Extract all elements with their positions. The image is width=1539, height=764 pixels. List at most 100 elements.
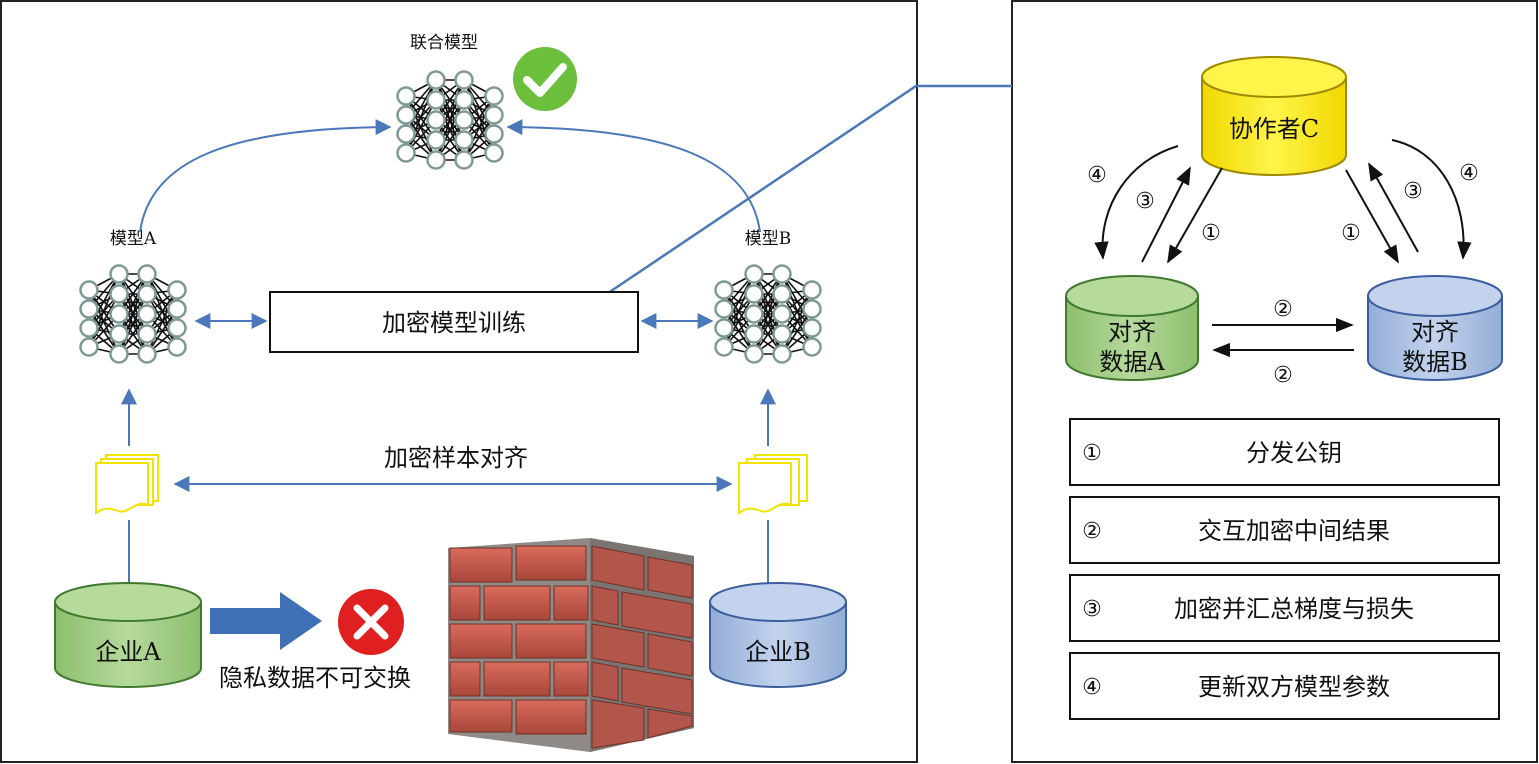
document-stack-a-icon (95, 454, 159, 515)
step-marker: ① (1201, 221, 1221, 246)
network-edge (118, 273, 148, 335)
check-icon (513, 47, 577, 111)
right-panel (1011, 0, 1538, 763)
network-node (396, 86, 416, 106)
network-node (79, 299, 99, 319)
legend-item-3: ③ 加密并汇总梯度与损失 (1069, 574, 1500, 642)
sample-alignment-label: 加密样本对齐 (384, 444, 528, 472)
network-node (484, 143, 504, 163)
network-node (802, 280, 822, 300)
network-node (137, 344, 157, 364)
network-edge (753, 273, 783, 335)
network-node (137, 304, 157, 324)
joint-model-label: 联合模型 (410, 33, 478, 53)
step-marker: ② (1273, 297, 1293, 322)
aligned-a-line2: 数据A (1099, 348, 1165, 376)
network-edge (405, 99, 437, 154)
network-node (454, 70, 474, 90)
network-node (772, 304, 792, 324)
arrow-step1-left (1167, 167, 1223, 264)
network-node (802, 318, 822, 338)
network-node (714, 299, 734, 319)
legend-text: 交互加密中间结果 (1198, 517, 1390, 545)
legend-item-2: ② 交互加密中间结果 (1069, 496, 1500, 564)
network-edge (118, 293, 148, 355)
network-node (396, 143, 416, 163)
network-node (137, 324, 157, 344)
network-node (396, 124, 416, 144)
model-b-label: 模型B (745, 229, 792, 249)
network-node (772, 284, 792, 304)
network-node (744, 324, 764, 344)
network-node (167, 299, 187, 319)
privacy-note: 隐私数据不可交换 (219, 664, 411, 692)
enterprise-a-label: 企业A (95, 638, 161, 666)
network-node (109, 264, 129, 284)
arrow-model-b-to-joint (506, 119, 761, 233)
network-node (454, 130, 474, 150)
arrow-step3-right (1368, 162, 1419, 253)
network-node (744, 264, 764, 284)
network-node (484, 105, 504, 125)
network-node (137, 264, 157, 284)
network-node (714, 337, 734, 357)
network-node (772, 324, 792, 344)
enterprise-b-label: 企业B (745, 638, 811, 666)
aligned-b-line2: 数据B (1402, 348, 1468, 376)
legend-num: ① (1082, 441, 1102, 466)
step-marker: ① (1341, 221, 1361, 246)
network-node (454, 110, 474, 130)
joint-model-network-icon (396, 70, 504, 170)
arrow-step4-right (1391, 139, 1472, 260)
network-node (426, 150, 446, 170)
network-edge (723, 293, 755, 348)
document-stack-b-icon (738, 454, 808, 515)
network-node (137, 284, 157, 304)
aligned-b-line1: 对齐 (1411, 318, 1459, 346)
network-node (714, 280, 734, 300)
aligned-a-line1: 对齐 (1108, 318, 1156, 346)
network-edge (723, 273, 755, 329)
network-node (79, 318, 99, 338)
network-node (744, 304, 764, 324)
enterprise-b-database: 企业B (709, 582, 847, 688)
firewall-icon (448, 538, 694, 752)
aligned-data-a-database: 对齐 数据A (1065, 275, 1199, 381)
model-a-network-icon (79, 264, 187, 364)
legend-num: ③ (1082, 597, 1102, 622)
step-marker: ④ (1087, 163, 1107, 188)
network-node (426, 70, 446, 90)
step-marker: ③ (1403, 179, 1423, 204)
network-node (772, 344, 792, 364)
collaborator-label: 协作者C (1229, 115, 1319, 143)
network-node (426, 90, 446, 110)
network-node (714, 318, 734, 338)
network-node (167, 318, 187, 338)
arrow-step4-left (1094, 145, 1179, 260)
blocked-exchange-arrow (210, 592, 322, 650)
network-edge (405, 79, 437, 135)
network-node (484, 124, 504, 144)
legend-text: 加密并汇总梯度与损失 (1174, 595, 1414, 623)
encrypted-training-label: 加密模型训练 (382, 309, 526, 337)
network-node (426, 130, 446, 150)
aligned-data-b-database: 对齐 数据B (1367, 275, 1503, 381)
network-node (426, 110, 446, 130)
cross-icon (338, 589, 404, 655)
network-node (484, 86, 504, 106)
collaborator-c-database: 协作者C (1201, 56, 1347, 176)
network-node (79, 337, 99, 357)
legend-item-4: ④ 更新双方模型参数 (1069, 652, 1500, 720)
network-edge (88, 293, 120, 348)
network-node (802, 299, 822, 319)
network-node (396, 105, 416, 125)
network-node (109, 304, 129, 324)
network-edge (753, 293, 783, 355)
network-node (744, 284, 764, 304)
arrow-step1-right (1345, 169, 1399, 264)
network-node (167, 280, 187, 300)
network-node (772, 264, 792, 284)
network-node (79, 280, 99, 300)
network-node (109, 344, 129, 364)
step-marker: ③ (1135, 189, 1155, 214)
